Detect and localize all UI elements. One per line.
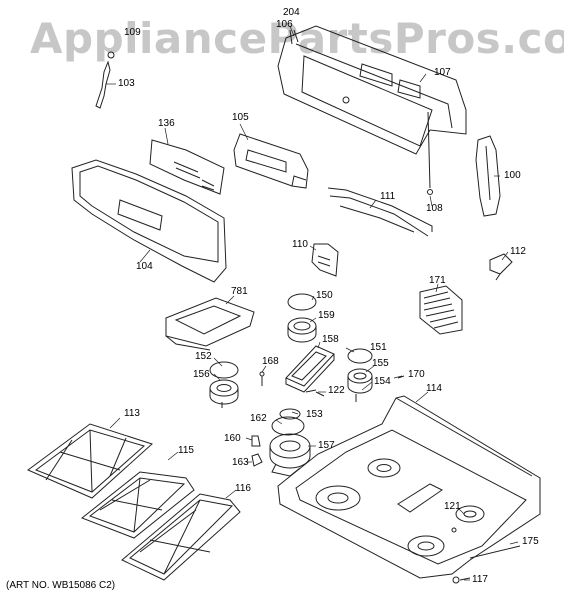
label-100: 100 <box>504 170 521 181</box>
label-105: 105 <box>232 112 249 123</box>
label-150: 150 <box>316 290 333 301</box>
part-108-screw <box>427 111 433 195</box>
label-113: 113 <box>124 408 140 419</box>
label-106: 106 <box>276 19 293 30</box>
label-154: 154 <box>374 376 391 387</box>
part-113-grate <box>27 423 153 499</box>
part-781-tray <box>165 297 255 351</box>
label-159: 159 <box>318 310 335 321</box>
label-108: 108 <box>426 203 443 214</box>
label-152: 152 <box>195 351 212 362</box>
label-158: 158 <box>322 334 339 345</box>
label-109: 109 <box>124 27 141 38</box>
part-158-center-burner <box>285 345 335 393</box>
part-136-overlay <box>149 139 225 195</box>
label-111: 111 <box>380 191 396 202</box>
part-156-burner-head <box>209 379 239 408</box>
label-122: 122 <box>328 385 345 396</box>
label-168: 168 <box>262 356 279 367</box>
part-170-screw <box>397 375 405 379</box>
part-111-wire-harness <box>327 187 433 237</box>
label-157: 157 <box>318 440 335 451</box>
label-163: 163 <box>232 457 249 468</box>
part-162-ring <box>271 416 305 436</box>
label-171: 171 <box>429 275 446 286</box>
label-116: 116 <box>235 483 251 494</box>
part-175-wire <box>469 545 521 559</box>
part-157-large-burner <box>269 433 311 477</box>
part-152-burner-cap <box>209 361 239 379</box>
part-107-backguard <box>277 25 467 155</box>
part-110-connector <box>311 243 339 277</box>
label-136: 136 <box>158 118 175 129</box>
part-122-screws <box>305 389 325 397</box>
label-107: 107 <box>434 67 451 78</box>
part-117-screw <box>452 576 471 584</box>
part-104-control-panel <box>71 159 227 283</box>
label-156: 156 <box>193 369 210 380</box>
label-153: 153 <box>306 409 323 420</box>
part-159-burner-head <box>287 317 317 343</box>
part-153-cap <box>279 408 301 420</box>
label-170: 170 <box>408 369 425 380</box>
part-171-vent-grille <box>419 285 463 335</box>
part-105-control-board <box>233 133 309 189</box>
label-112: 112 <box>510 246 526 257</box>
part-121-screw <box>451 527 457 533</box>
part-150-burner-cap <box>287 293 317 311</box>
part-116-grate <box>121 493 241 581</box>
part-151-burner-cap <box>347 348 373 364</box>
part-163-igniter <box>251 453 263 467</box>
part-155-burner-head <box>347 368 373 394</box>
label-155: 155 <box>372 358 389 369</box>
label-204: 204 <box>283 7 300 18</box>
part-160-igniter <box>251 435 261 447</box>
leader-lines <box>106 25 519 581</box>
part-103-clip <box>95 51 115 109</box>
label-160: 160 <box>224 433 241 444</box>
part-115-grate <box>81 471 195 539</box>
label-121: 121 <box>444 501 461 512</box>
art-number: (ART NO. WB15086 C2) <box>6 580 116 591</box>
label-115: 115 <box>178 445 194 456</box>
label-175: 175 <box>522 536 539 547</box>
label-117: 117 <box>472 574 488 585</box>
label-114: 114 <box>426 383 442 394</box>
part-112-sensor <box>489 253 513 281</box>
label-103: 103 <box>118 78 135 89</box>
label-162: 162 <box>250 413 267 424</box>
part-100-side-bracket <box>475 135 501 217</box>
label-151: 151 <box>370 342 387 353</box>
part-114-cooktop <box>277 395 541 579</box>
label-110: 110 <box>292 239 308 250</box>
part-168-screw <box>259 371 265 386</box>
label-104: 104 <box>136 261 153 272</box>
label-781: 781 <box>231 286 248 297</box>
